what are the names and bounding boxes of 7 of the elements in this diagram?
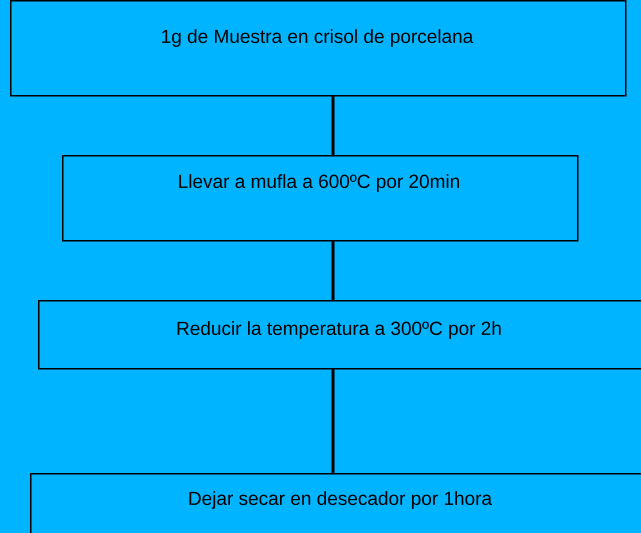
process-box: Llevar a mufla a 600ºC por 20min bbox=[62, 155, 578, 242]
connector-line bbox=[332, 369, 334, 473]
connector-line bbox=[332, 242, 334, 300]
connector-line bbox=[332, 96, 334, 155]
process-box: Dejar secar en desecador por 1hora bbox=[30, 472, 641, 533]
process-box: Reducir la temperatura a 300ºC por 2h bbox=[38, 300, 641, 370]
process-box: 1g de Muestra en crisol de porcelana bbox=[10, 0, 626, 96]
